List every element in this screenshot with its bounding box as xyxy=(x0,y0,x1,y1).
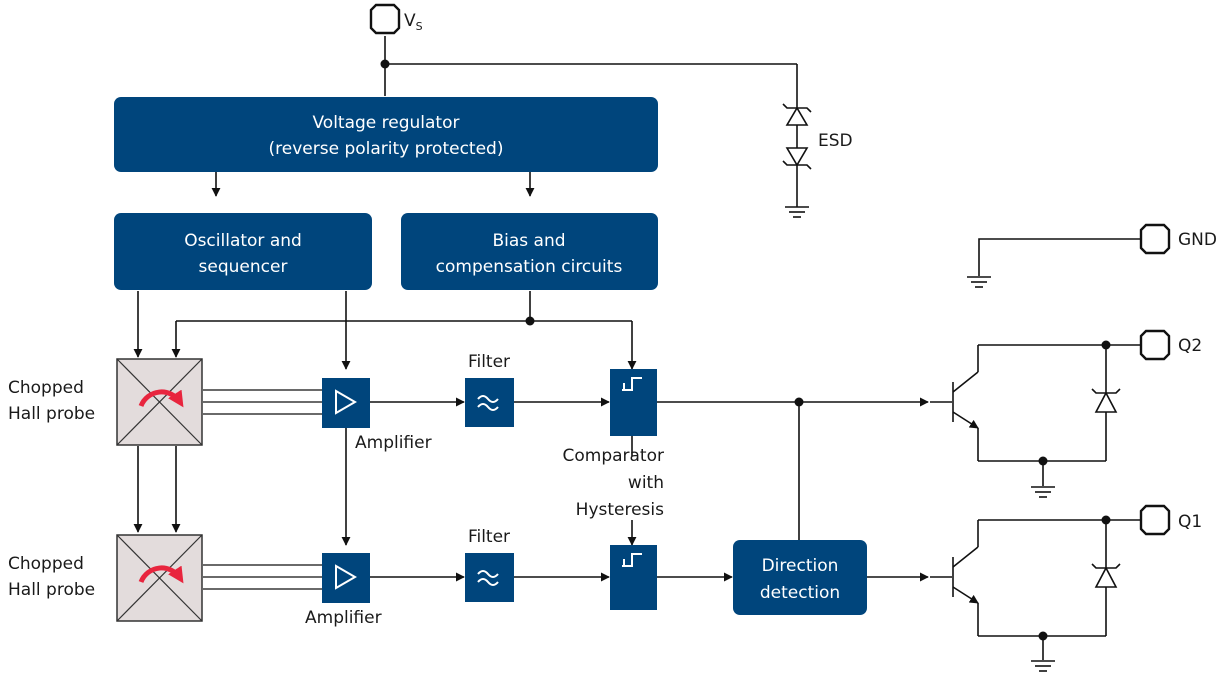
bias-block: Bias and compensation circuits xyxy=(401,213,658,290)
hall-probe-bottom xyxy=(116,534,203,622)
filter-top-label: Filter xyxy=(468,352,510,372)
bias-line2: compensation circuits xyxy=(436,257,623,277)
filter-top xyxy=(465,378,514,427)
oscillator-line1: Oscillator and xyxy=(184,231,302,251)
amplifier-bottom xyxy=(322,553,370,603)
oscillator-line2: sequencer xyxy=(199,257,288,277)
oscillator-block: Oscillator and sequencer xyxy=(114,213,372,290)
comparator-bottom xyxy=(610,545,657,610)
ground-symbol-q2 xyxy=(1031,486,1055,498)
junction-dots xyxy=(380,59,1111,641)
probe-bottom-label-line1: Chopped xyxy=(8,554,84,574)
regulator-line1: Voltage regulator xyxy=(312,113,459,133)
comparator-label-line2: with xyxy=(628,473,664,493)
bias-line1: Bias and xyxy=(492,231,565,251)
amplifier-top-label: Amplifier xyxy=(355,433,432,453)
probe-top-label-line2: Hall probe xyxy=(8,404,95,424)
ground-symbol-esd xyxy=(785,206,809,218)
esd-diodes xyxy=(782,102,812,170)
probe-top-label-line1: Chopped xyxy=(8,378,84,398)
esd-label: ESD xyxy=(818,131,853,151)
comparator-label-line1: Comparator xyxy=(562,446,664,466)
filter-bottom xyxy=(465,553,514,602)
pin-q2-label: Q2 xyxy=(1178,336,1202,356)
pin-gnd-label: GND xyxy=(1178,230,1217,250)
regulator-line2: (reverse polarity protected) xyxy=(269,139,504,159)
pin-q1 xyxy=(1139,504,1171,536)
comparator-top xyxy=(610,369,657,436)
probe-bottom-label-line2: Hall probe xyxy=(8,580,95,600)
amplifier-top xyxy=(322,378,370,428)
pin-vs xyxy=(369,3,401,35)
pin-q1-label: Q1 xyxy=(1178,512,1202,532)
comparator-label-line3: Hysteresis xyxy=(576,500,664,520)
pin-gnd xyxy=(1139,223,1171,255)
hall-probe-top xyxy=(116,358,203,446)
ground-symbol-q1 xyxy=(1031,660,1055,672)
direction-line2: detection xyxy=(760,583,840,603)
filter-bottom-label: Filter xyxy=(468,527,510,547)
zener-q2 xyxy=(1091,388,1121,413)
pin-vs-label: VS xyxy=(404,11,423,33)
pin-q2 xyxy=(1139,329,1171,361)
zener-q1 xyxy=(1091,563,1121,588)
voltage-regulator-block: Voltage regulator (reverse polarity prot… xyxy=(114,97,658,172)
direction-detection-block: Direction detection xyxy=(733,540,867,615)
ground-symbol-gnd-pin xyxy=(967,276,991,288)
amplifier-bottom-label: Amplifier xyxy=(305,608,382,628)
direction-line1: Direction xyxy=(762,556,839,576)
